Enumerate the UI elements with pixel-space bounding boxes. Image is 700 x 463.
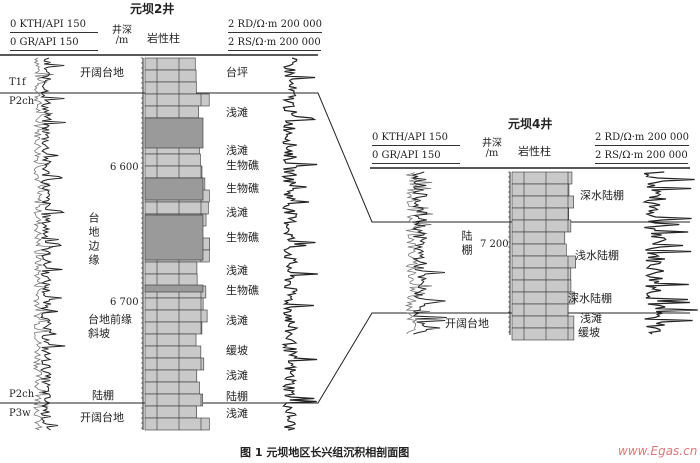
well4-rd-scale: 2 RD/Ω·m 200 000: [595, 133, 689, 146]
lithology-bed: [511, 303, 569, 317]
depth-label: 6 600: [110, 162, 139, 173]
lithology-bed: [144, 405, 197, 419]
lithology-bed: [144, 81, 197, 95]
kth-curve: [32, 57, 54, 431]
watermark: www.Egas.cn: [618, 444, 698, 458]
lithology-bed: [144, 273, 198, 287]
facies-label: 浅滩: [226, 264, 248, 277]
lithology-bed: [144, 57, 196, 71]
lithology-bed: [144, 345, 202, 359]
facies-label: 陆棚: [460, 230, 473, 258]
facies-label: 缓坡: [226, 344, 248, 357]
facies-label: 生物礁: [226, 159, 259, 172]
reef-unit: [144, 214, 204, 261]
gr-curve: [411, 171, 447, 335]
facies-label: 台坪: [226, 66, 248, 79]
lithology-bed: [144, 417, 210, 431]
reef-unit: [144, 177, 204, 201]
lithology-bed: [144, 153, 201, 167]
facies-label: 深水陆棚: [580, 189, 624, 202]
lithology-bed: [511, 171, 573, 185]
lithology-bed: [144, 357, 205, 371]
facies-label: 台地前缘斜坡: [88, 313, 132, 340]
lithology-bed: [511, 183, 570, 197]
lithology-bed: [511, 243, 567, 257]
figure-caption: 图 1 元坝地区长兴组沉积相剖面图: [240, 446, 410, 459]
facies-label: 浅滩: [226, 369, 248, 382]
well2-kth-scale: 0 KTH/API 150: [10, 20, 98, 33]
facies-label: 生物礁: [226, 182, 259, 195]
lithology-bed: [144, 321, 203, 335]
lithology-bed: [511, 327, 575, 341]
lithology-bed: [144, 105, 199, 119]
well2-gr-scale: 0 GR/API 150: [10, 38, 98, 51]
facies-label: 陆棚: [226, 390, 248, 403]
well4-gr-scale: 0 GR/API 150: [372, 151, 460, 164]
formation-label: P3w: [9, 408, 31, 419]
lithology-bed: [144, 297, 204, 311]
lithology-bed: [144, 165, 203, 179]
facies-label: 生物礁: [226, 231, 259, 244]
reef-unit: [144, 284, 204, 293]
well2-depth-header: 井深 /m: [112, 25, 132, 46]
lithology-bed: [144, 393, 204, 407]
lithology-bed: [144, 93, 210, 107]
depth-label: 7 200: [480, 239, 509, 250]
lithology-bed: [511, 255, 576, 269]
gr-curve: [40, 57, 66, 431]
well4-kth-scale: 0 KTH/API 150: [372, 133, 460, 146]
lithology-bed: [511, 219, 572, 233]
facies-label: 浅滩: [226, 106, 248, 119]
lithology-bed: [511, 315, 575, 329]
facies-label: 缓坡: [578, 326, 600, 339]
facies-label: 生物礁: [226, 284, 259, 297]
well2-litho-header: 岩性柱: [147, 32, 180, 45]
lithology-bed: [144, 69, 197, 83]
lithology-bed: [511, 231, 566, 245]
well4-depth-header: 井深 /m: [482, 138, 502, 159]
lithology-bed: [144, 369, 198, 383]
resistivity-curve: [281, 57, 318, 431]
lithology-bed: [144, 333, 197, 347]
formation-label: P2ch: [9, 389, 35, 400]
lithology-bed: [511, 267, 572, 281]
facies-label: 深水陆棚: [568, 292, 612, 305]
facies-label: 浅水陆棚: [575, 249, 619, 262]
well4-rs-scale: 2 RS/Ω·m 200 000: [595, 151, 688, 164]
kth-curve: [404, 171, 434, 335]
facies-label: 浅滩: [226, 314, 248, 327]
lithology-bed: [511, 279, 572, 293]
facies-label: 开阔台地: [80, 411, 124, 424]
facies-label: 浅滩: [226, 407, 248, 420]
depth-label: 6 700: [110, 297, 139, 308]
facies-label: 浅滩: [226, 206, 248, 219]
facies-label: 浅滩: [226, 144, 248, 157]
reef-unit: [144, 117, 204, 149]
formation-label: P2ch: [9, 96, 35, 107]
well2-title: 元坝2井: [130, 2, 175, 16]
correlation-line: [0, 92, 690, 223]
lithology-bed: [511, 291, 575, 305]
resistivity-curve: [642, 171, 698, 335]
facies-label: 台地边缘: [87, 212, 100, 268]
well4-litho-header: 岩性柱: [518, 145, 551, 158]
facies-label: 开阔台地: [445, 317, 489, 330]
lithology-bed: [511, 207, 570, 221]
lithology-bed: [144, 261, 198, 275]
lithology-bed: [511, 195, 575, 209]
lithology-bed: [144, 201, 209, 215]
lithology-bed: [144, 309, 208, 323]
formation-label: T1f: [9, 77, 26, 88]
lithology-bed: [144, 381, 200, 395]
well2-rs-scale: 2 RS/Ω·m 200 000: [228, 38, 321, 51]
facies-label: 陆棚: [92, 389, 114, 402]
well4-title: 元坝4井: [508, 117, 553, 131]
facies-label: 开阔台地: [80, 66, 124, 79]
well2-rd-scale: 2 RD/Ω·m 200 000: [228, 20, 322, 33]
facies-label: 浅滩: [580, 312, 602, 325]
